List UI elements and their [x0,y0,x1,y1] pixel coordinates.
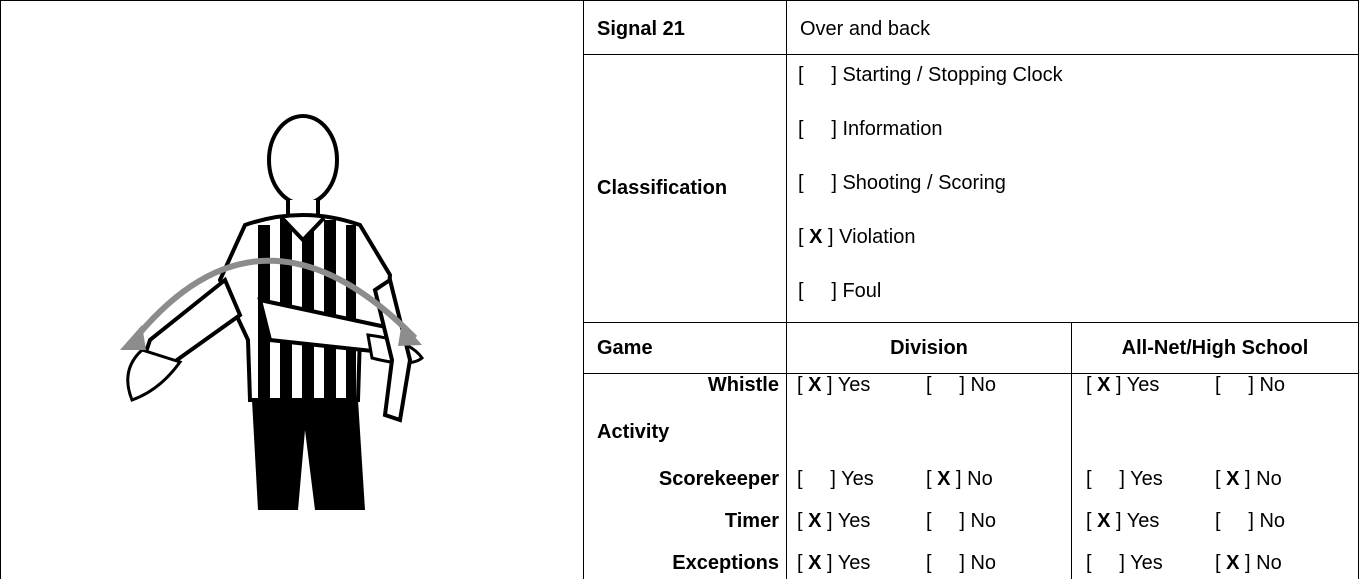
division-scorekeeper-no: [ X ] No [926,468,993,490]
row-label-whistle: Whistle [707,374,779,396]
yes-label: Yes [1130,552,1163,574]
division-timer-yes: [ X ] Yes [797,510,871,532]
classification-option-text: Violation [839,226,916,248]
row-label-activity: Activity [597,421,670,443]
highschool-whistle-no: [ ] No [1215,374,1286,396]
classification-option: [ ] Foul [798,280,882,302]
division-scorekeeper-yes: [ ] Yes [797,468,874,490]
value-column-divider [1071,322,1072,579]
yes-label: Yes [841,468,874,490]
highschool-exceptions-yes: [ ] Yes [1086,552,1163,574]
division-exceptions-yes: [ X ] Yes [797,552,871,574]
row-divider-3 [583,373,1359,374]
classification-label: Classification [597,177,728,199]
highschool-header: All-Net/High School [1121,337,1309,359]
row-divider-2 [583,322,1359,323]
row-label-timer: Timer [724,510,779,532]
referee-signal-illustration [120,114,424,510]
classification-option-text: Starting / Stopping Clock [842,64,1063,86]
no-label: No [970,510,997,532]
label-column-divider [786,0,787,579]
yes-label: Yes [1126,510,1160,532]
no-label: No [1259,510,1286,532]
image-table-divider [583,0,584,579]
classification-option-text: Shooting / Scoring [842,172,1006,194]
top-border [0,0,1359,1]
game-label: Game [597,337,653,359]
signal-number: Signal 21 [597,18,685,40]
classification-option: [ ] Information [798,118,943,140]
row-divider-1 [583,54,1359,55]
signal-name: Over and back [800,18,931,40]
classification-option: [ X ] Violation [798,226,916,248]
no-label: No [1259,374,1286,396]
left-border [0,0,1,579]
yes-label: Yes [837,374,871,396]
highschool-timer-yes: [ X ] Yes [1086,510,1160,532]
highschool-scorekeeper-no: [ X ] No [1215,468,1282,490]
division-whistle-no: [ ] No [926,374,997,396]
yes-label: Yes [1130,468,1163,490]
classification-option: [ ] Starting / Stopping Clock [798,64,1063,86]
row-label-scorekeeper: Scorekeeper [658,468,779,490]
highschool-scorekeeper-yes: [ ] Yes [1086,468,1163,490]
highschool-whistle-yes: [ X ] Yes [1086,374,1160,396]
classification-option-text: Information [842,118,943,140]
no-label: No [967,468,993,490]
no-label: No [970,374,997,396]
no-label: No [1256,468,1282,490]
division-whistle-yes: [ X ] Yes [797,374,871,396]
classification-option-text: Foul [842,280,882,302]
classification-option: [ ] Shooting / Scoring [798,172,1006,194]
highschool-timer-no: [ ] No [1215,510,1286,532]
yes-label: Yes [837,552,871,574]
division-exceptions-no: [ ] No [926,552,997,574]
no-label: No [970,552,997,574]
highschool-exceptions-no: [ X ] No [1215,552,1282,574]
division-header: Division [890,337,968,359]
yes-label: Yes [837,510,871,532]
yes-label: Yes [1126,374,1160,396]
division-timer-no: [ ] No [926,510,997,532]
no-label: No [1256,552,1282,574]
row-label-exceptions: Exceptions [672,552,779,574]
